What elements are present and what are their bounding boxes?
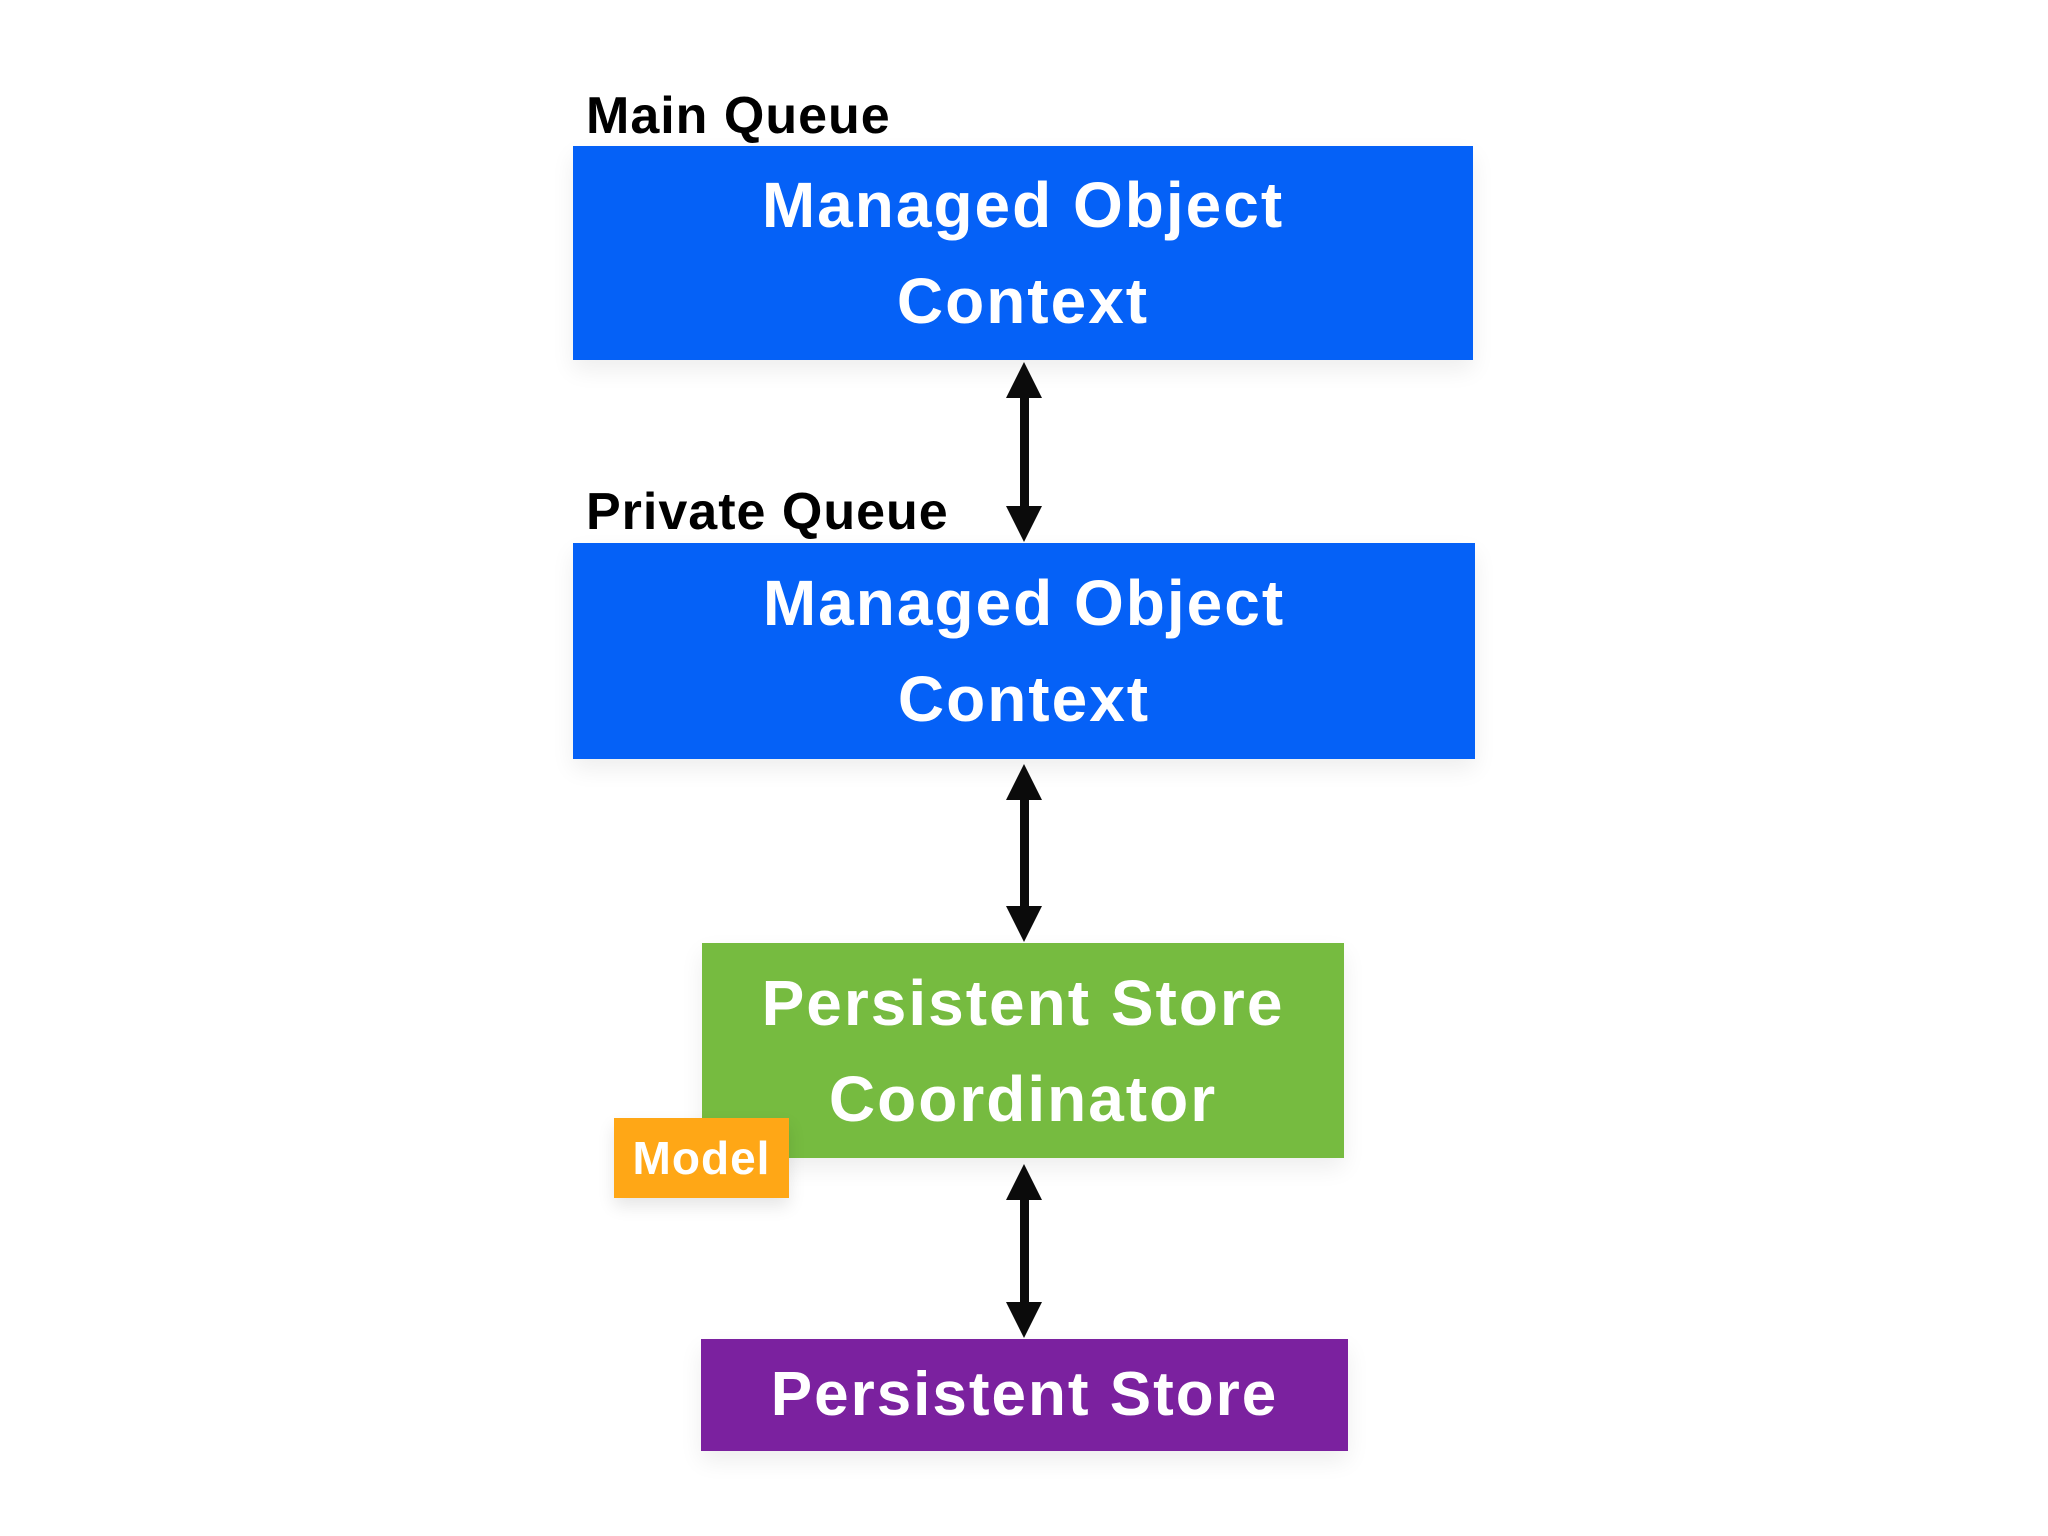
arrow-shaft	[1019, 1192, 1029, 1310]
arrow-down-head-icon	[1006, 906, 1042, 942]
bidirectional-arrow-icon	[1006, 764, 1042, 942]
persistent-store-coordinator-box: Persistent Store Coordinator	[702, 943, 1344, 1158]
arrow-down-head-icon	[1006, 506, 1042, 542]
persistent-store-box: Persistent Store	[701, 1339, 1348, 1451]
model-box: Model	[614, 1118, 789, 1198]
arrow-shaft	[1019, 792, 1029, 914]
arrow-shaft	[1019, 390, 1029, 514]
bidirectional-arrow-icon	[1006, 1164, 1042, 1338]
managed-object-context-private-label: Managed Object Context	[762, 567, 1286, 735]
persistent-store-label: Persistent Store	[770, 1360, 1279, 1429]
private-queue-label: Private Queue	[586, 483, 949, 541]
main-queue-label: Main Queue	[586, 87, 891, 145]
managed-object-context-private-box: Managed Object Context	[573, 543, 1475, 759]
model-label: Model	[632, 1132, 771, 1184]
arrow-down-head-icon	[1006, 1302, 1042, 1338]
persistent-store-coordinator-label: Persistent Store Coordinator	[761, 966, 1285, 1135]
managed-object-context-main-label: Managed Object Context	[761, 169, 1285, 337]
managed-object-context-main-box: Managed Object Context	[573, 146, 1473, 360]
bidirectional-arrow-icon	[1006, 362, 1042, 542]
